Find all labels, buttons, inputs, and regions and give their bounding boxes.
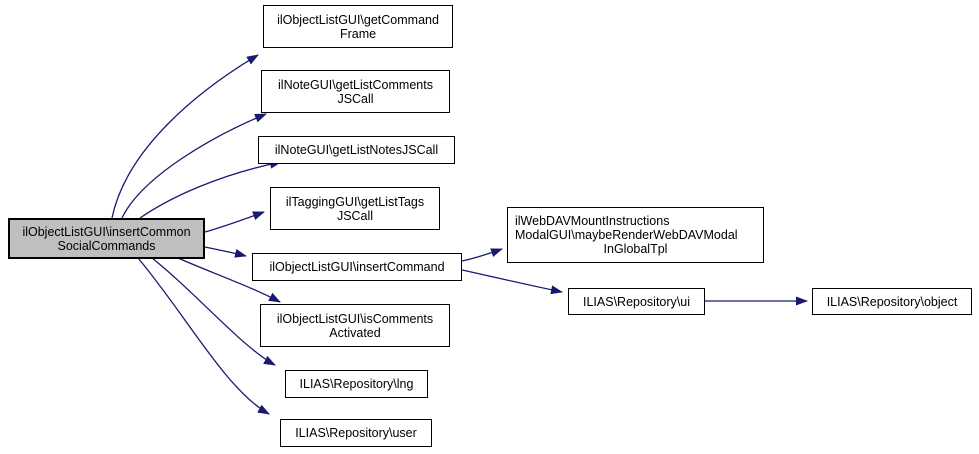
node-label-line: ILIAS\Repository\ui bbox=[583, 294, 690, 309]
node-ilnotegui-getlistcommentsjscall[interactable]: ilNoteGUI\getListComments JSCall bbox=[261, 70, 450, 113]
node-ilias-repository-ui[interactable]: ILIAS\Repository\ui bbox=[568, 288, 705, 315]
node-label-line: ilNoteGUI\getListNotesJSCall bbox=[274, 143, 439, 157]
node-ilobjectlistgui-insertcommonsocialcommands: ilObjectListGUI\insertCommon SocialComma… bbox=[8, 218, 205, 259]
node-label-line: InGlobalTpl bbox=[603, 242, 668, 256]
edge-main-to-getlistnotes bbox=[139, 159, 282, 219]
node-label-line: Activated bbox=[329, 325, 381, 340]
node-ilobjectlistgui-getcommandframe[interactable]: ilObjectListGUI\getCommand Frame bbox=[263, 5, 453, 48]
node-label-line: ilWebDAVMountInstructions bbox=[515, 214, 670, 228]
edge-main-to-iscomments bbox=[177, 257, 281, 303]
node-label-line: ilObjectListGUI\getCommand bbox=[277, 12, 439, 27]
node-label-line: ilTaggingGUI\getListTags bbox=[285, 194, 425, 209]
edge-insertcommand-to-webdav bbox=[461, 248, 503, 262]
edge-main-to-lng bbox=[151, 257, 276, 366]
edge-main-to-getlistcomments bbox=[121, 113, 267, 219]
node-label-line: ILIAS\Repository\user bbox=[295, 426, 417, 440]
node-label-line: ILIAS\Repository\object bbox=[826, 294, 958, 309]
node-ilobjectlistgui-iscommentsactivated[interactable]: ilObjectListGUI\isComments Activated bbox=[260, 304, 450, 347]
node-iltagginggui-getlisttagsjscall[interactable]: ilTaggingGUI\getListTags JSCall bbox=[270, 187, 440, 230]
node-label-line: ILIAS\Repository\lng bbox=[299, 377, 414, 391]
edge-insertcommand-to-ui bbox=[461, 269, 563, 295]
node-ilwebdavmountinstructionsmodalgui-mayberenderwebdavmodalinglobaltpl[interactable]: ilWebDAVMountInstructions ModalGUI\maybe… bbox=[507, 207, 764, 263]
node-label-line: JSCall bbox=[337, 91, 374, 106]
node-label-line: ilNoteGUI\getListComments bbox=[278, 77, 433, 92]
node-ilias-repository-user[interactable]: ILIAS\Repository\user bbox=[280, 419, 432, 447]
edge-main-to-getlisttags bbox=[204, 211, 265, 233]
node-label-line: Frame bbox=[339, 26, 377, 41]
node-ilias-repository-lng[interactable]: ILIAS\Repository\lng bbox=[285, 370, 428, 398]
node-label-line: ModalGUI\maybeRenderWebDAVModal bbox=[515, 228, 738, 242]
node-label-line: ilObjectListGUI\isComments bbox=[276, 311, 434, 326]
node-ilias-repository-object[interactable]: ILIAS\Repository\object bbox=[812, 288, 972, 315]
node-label-line: ilObjectListGUI\insertCommand bbox=[269, 260, 445, 274]
edge-main-to-getcommandframe bbox=[111, 54, 259, 219]
node-ilobjectlistgui-insertcommand[interactable]: ilObjectListGUI\insertCommand bbox=[252, 253, 462, 281]
edge-main-to-user bbox=[137, 257, 270, 415]
node-label-line: JSCall bbox=[336, 208, 374, 223]
node-ilnotegui-getlistnotesjscall[interactable]: ilNoteGUI\getListNotesJSCall bbox=[258, 136, 455, 164]
node-label-line: ilObjectListGUI\insertCommon bbox=[22, 224, 191, 239]
node-label-line: SocialCommands bbox=[57, 238, 156, 253]
edge-main-to-insertcommand bbox=[204, 246, 247, 258]
